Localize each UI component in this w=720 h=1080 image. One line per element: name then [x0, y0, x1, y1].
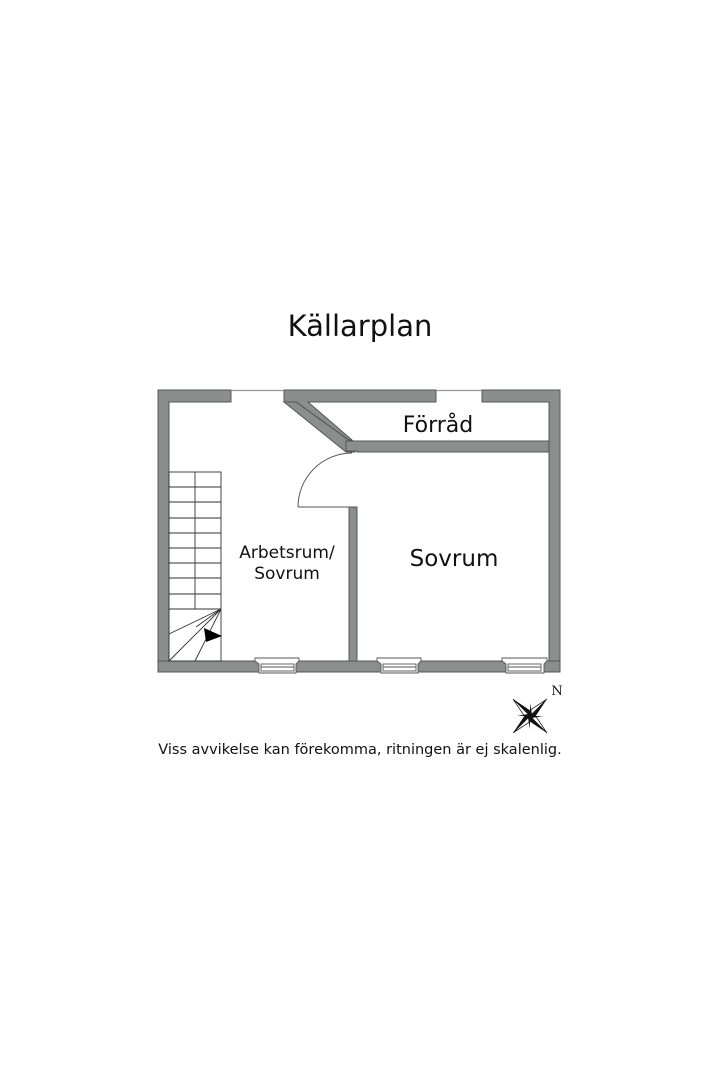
stair-direction-arrow-icon [204, 628, 222, 642]
room-label-arbetsrum-line2: Sovrum [254, 564, 320, 584]
room-label-sovrum: Sovrum [410, 546, 499, 572]
stairs [168, 471, 222, 662]
window-2 [376, 657, 422, 674]
walls [157, 389, 561, 673]
door-swing [297, 452, 353, 508]
page-title: Källarplan [287, 309, 433, 343]
windows [254, 657, 548, 674]
window-3 [501, 657, 548, 674]
diagonal-wall [282, 401, 356, 453]
outer-wall-bottom [157, 660, 561, 673]
room-label-arbetsrum-line1: Arbetsrum/ [239, 543, 335, 563]
compass-north-label: N [551, 684, 562, 699]
window-1 [254, 657, 300, 674]
compass-rose-icon [512, 698, 548, 734]
disclaimer-text: Viss avvikelse kan förekomma, ritningen … [158, 742, 562, 758]
room-label-forrad: Förråd [403, 412, 473, 438]
outer-wall-top-right [481, 389, 561, 662]
interior-wall [348, 506, 358, 662]
storage-wall [345, 440, 550, 453]
